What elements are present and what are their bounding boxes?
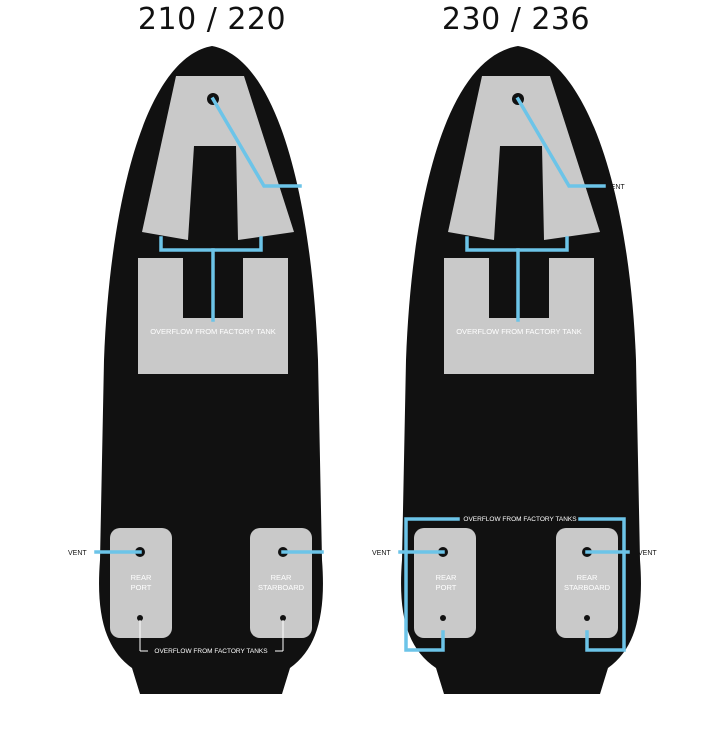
boat-230-236: OVERFLOW FROM FACTORY TANK VENT VENT VEN… bbox=[372, 46, 657, 694]
boat-210-220: OVERFLOW FROM FACTORY TANK VENT VENT VEN… bbox=[68, 46, 345, 694]
rear-starboard-label-line2-right: STARBOARD bbox=[564, 583, 611, 592]
rear-port-label-line2: PORT bbox=[131, 583, 152, 592]
rear-port-vent-label: VENT bbox=[68, 550, 87, 557]
rear-starboard-label-line1: REAR bbox=[271, 573, 292, 582]
plumbing-lines-230-236 bbox=[398, 96, 630, 652]
bow-vent-label: VENT bbox=[302, 184, 321, 191]
rear-starboard-drain-icon-right bbox=[584, 615, 590, 621]
rear-port-bag-230-236[interactable] bbox=[414, 528, 476, 638]
rear-starboard-vent-label-right: VENT bbox=[638, 550, 657, 557]
rear-port-vent-label-right: VENT bbox=[372, 550, 391, 557]
rear-port-label-line2-right: PORT bbox=[436, 583, 457, 592]
overflow-rear-line-210-220 bbox=[139, 620, 284, 652]
rear-starboard-label-line1-right: REAR bbox=[577, 573, 598, 582]
rear-starboard-vent-label: VENT bbox=[326, 550, 345, 557]
plumbing-lines-210-220 bbox=[94, 96, 324, 554]
model-title-210-220: 210 / 220 bbox=[137, 2, 287, 37]
front-tank-overflow-label-right: OVERFLOW FROM FACTORY TANK bbox=[456, 327, 582, 336]
rear-starboard-label-line2: STARBOARD bbox=[258, 583, 305, 592]
rear-starboard-bag-210-220[interactable] bbox=[250, 528, 312, 638]
bow-bag-210-220 bbox=[142, 76, 294, 240]
rear-starboard-drain-icon bbox=[280, 615, 286, 621]
rear-port-bag-210-220[interactable] bbox=[110, 528, 172, 638]
rear-overflow-label-210-220: OVERFLOW FROM FACTORY TANKS bbox=[154, 648, 268, 655]
rear-port-label-line1-right: REAR bbox=[436, 573, 457, 582]
rear-port-label-line1: REAR bbox=[131, 573, 152, 582]
rear-overflow-label-230-236: OVERFLOW FROM FACTORY TANKS bbox=[463, 516, 577, 523]
model-title-230-236: 230 / 236 bbox=[441, 2, 591, 37]
bow-bag-230-236 bbox=[448, 76, 600, 240]
front-tank-overflow-label: OVERFLOW FROM FACTORY TANK bbox=[150, 327, 276, 336]
bow-vent-label-right: VENT bbox=[606, 184, 625, 191]
rear-starboard-bag-230-236[interactable] bbox=[556, 528, 618, 638]
rear-port-drain-icon bbox=[137, 615, 143, 621]
rear-port-drain-icon-right bbox=[440, 615, 446, 621]
